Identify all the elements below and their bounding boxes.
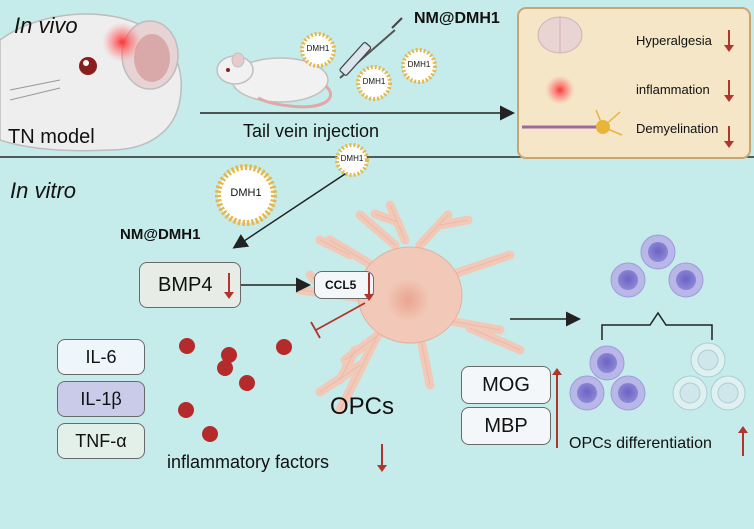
outcome-hyperalgesia: Hyperalgesia	[636, 33, 712, 48]
inflammatory-factor-cells	[178, 338, 292, 442]
injection-label: Tail vein injection	[243, 121, 380, 141]
syringe-icon	[339, 17, 403, 79]
differentiation-cells	[569, 234, 746, 411]
invivo-nanoparticle-label: NM@DMH1	[414, 10, 500, 27]
inflammatory-factors-label: inflammatory factors	[167, 452, 330, 472]
opcs-label: OPCs	[330, 393, 395, 420]
mouse-body-icon	[216, 52, 333, 109]
marker-label: MOG	[482, 373, 530, 396]
decrease-arrow-icon	[377, 444, 387, 472]
cytokine-tnfa-box: TNF-α	[57, 423, 145, 459]
inflammatory-cell	[179, 338, 195, 354]
outcome-inflammation: inflammation	[636, 82, 710, 97]
increase-arrow-icon	[738, 426, 748, 456]
increase-arrow-icon	[552, 368, 562, 448]
decrease-arrow-icon	[364, 273, 374, 301]
opc-cell-icon	[295, 200, 525, 415]
bmp4-box: BMP4	[139, 262, 241, 308]
inflammatory-cell	[202, 426, 218, 442]
inflammatory-cell	[239, 375, 255, 391]
inflammatory-cell	[217, 360, 233, 376]
particle-label: DMH1	[407, 60, 431, 69]
particle-label: DMH1	[362, 77, 386, 86]
invivo-section-label: In vivo	[14, 13, 78, 38]
neuron-icon	[522, 109, 623, 136]
inflammatory-cell	[178, 402, 194, 418]
invitro-nanoparticle-label: NM@DMH1	[120, 226, 201, 243]
cytokine-il1b-box: IL-1β	[57, 381, 145, 417]
brain-icon	[537, 16, 583, 54]
outcome-demyelination: Demyelination	[636, 121, 719, 136]
marker-label: MBP	[484, 414, 528, 437]
particle-label: DMH1	[306, 44, 330, 53]
invitro-section-label: In vitro	[10, 178, 77, 203]
cytokine-label: TNF-α	[75, 430, 127, 451]
tn-model-label: TN model	[8, 126, 95, 148]
differentiation-label: OPCs differentiation	[569, 435, 712, 452]
inhibition-line	[310, 302, 366, 339]
decrease-arrow-icon	[724, 80, 734, 102]
mbp-box: MBP	[461, 407, 551, 445]
cytokine-label: IL-6	[85, 346, 117, 367]
mog-box: MOG	[461, 366, 551, 404]
particle-label-large: DMH1	[230, 187, 262, 199]
nanoparticle-icons	[215, 32, 437, 226]
bmp4-label: BMP4	[158, 273, 213, 296]
cytokine-label: IL-1β	[80, 388, 122, 409]
uptake-arrow	[232, 171, 349, 249]
ccl5-label: CCL5	[325, 278, 357, 292]
tree-bracket	[601, 311, 713, 340]
decrease-arrow-icon	[724, 126, 734, 148]
mouse-head-icon	[0, 13, 182, 152]
inflammation-glow-icon	[545, 75, 575, 105]
cytokine-il6-box: IL-6	[57, 339, 145, 375]
decrease-arrow-icon	[724, 30, 734, 52]
inflammatory-cell	[221, 347, 237, 363]
particle-label: DMH1	[340, 154, 364, 163]
decrease-arrow-icon	[224, 273, 234, 299]
inflammatory-cell	[276, 339, 292, 355]
